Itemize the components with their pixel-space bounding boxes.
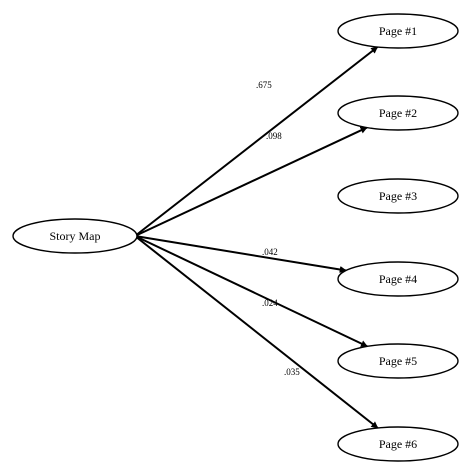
node-page-5: Page #5 bbox=[337, 343, 459, 379]
edge-weight-page-1: .675 bbox=[256, 80, 272, 90]
node-label-story-map: Story Map bbox=[50, 229, 101, 243]
node-ellipse-story-map bbox=[12, 218, 138, 254]
node-label-page-2: Page #2 bbox=[379, 106, 417, 120]
node-page-2: Page #2 bbox=[337, 95, 459, 131]
node-label-page-5: Page #5 bbox=[379, 354, 417, 368]
edge-weight-page-4: .042 bbox=[262, 247, 278, 257]
edge-weight-page-6: .035 bbox=[284, 367, 300, 377]
edge-weight-page-5: .024 bbox=[262, 298, 278, 308]
node-ellipse-page-1 bbox=[337, 13, 459, 49]
node-label-page-4: Page #4 bbox=[379, 272, 417, 286]
edge-arrow-page-1 bbox=[134, 46, 379, 237]
node-page-3: Page #3 bbox=[337, 178, 459, 214]
node-story-map: Story Map bbox=[12, 218, 138, 254]
node-label-page-6: Page #6 bbox=[379, 437, 417, 451]
edge-arrow-page-6 bbox=[134, 235, 379, 429]
edge-arrow-page-2 bbox=[134, 126, 368, 237]
node-ellipse-page-2 bbox=[337, 95, 459, 131]
node-label-page-3: Page #3 bbox=[379, 189, 417, 203]
edge-weight-page-2: .098 bbox=[266, 131, 282, 141]
edge-arrow-page-4 bbox=[134, 235, 347, 273]
edge-arrow-page-5 bbox=[134, 235, 368, 348]
node-ellipse-page-6 bbox=[337, 426, 459, 462]
node-page-4: Page #4 bbox=[337, 261, 459, 297]
node-ellipse-page-4 bbox=[337, 261, 459, 297]
node-label-page-1: Page #1 bbox=[379, 24, 417, 38]
node-page-1: Page #1 bbox=[337, 13, 459, 49]
node-ellipse-page-3 bbox=[337, 178, 459, 214]
node-page-6: Page #6 bbox=[337, 426, 459, 462]
node-ellipse-page-5 bbox=[337, 343, 459, 379]
